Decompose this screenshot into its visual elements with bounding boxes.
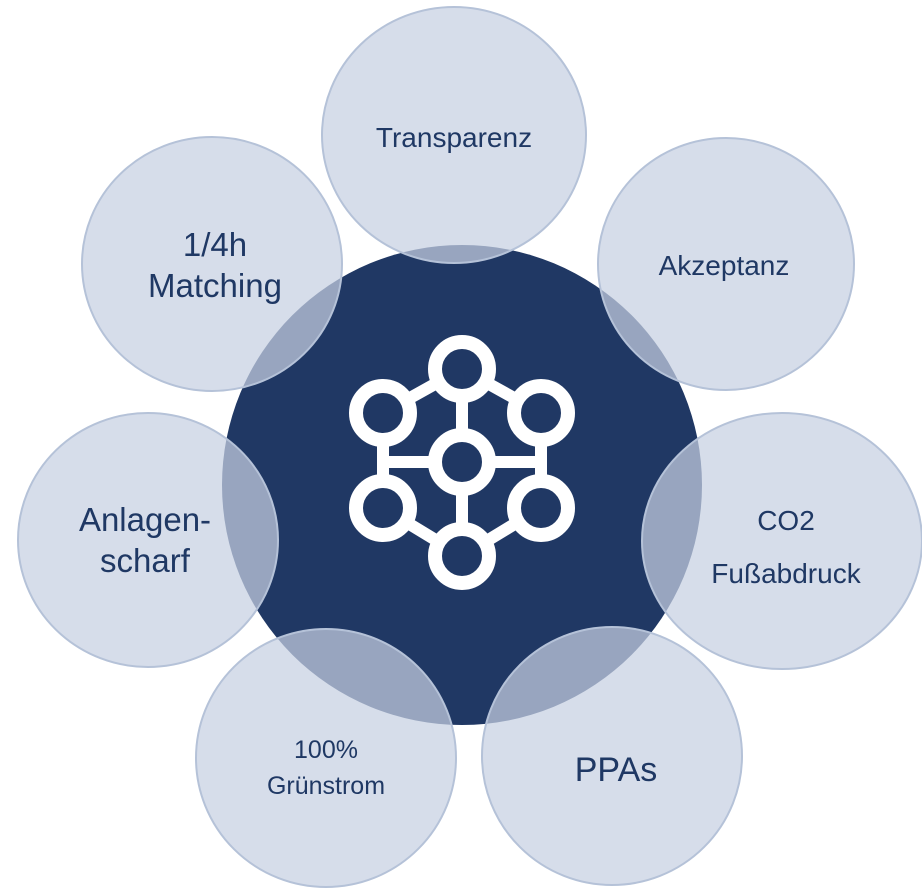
label-transparenz: Transparenz [375, 121, 533, 153]
label-akzeptanz: Akzeptanz [658, 249, 790, 281]
petal-co2 [641, 412, 922, 670]
label-matching: 1/4h Matching [148, 225, 282, 304]
petal-gruenstrom [195, 628, 457, 888]
label-co2: CO2 Fußabdruck [711, 504, 861, 589]
petal-anlagenscharf [17, 412, 279, 668]
label-ppas: PPAs [574, 750, 658, 789]
label-anlagenscharf: Anlagen- scharf [78, 500, 212, 579]
petal-matching [81, 136, 343, 392]
petal-akzeptanz [597, 137, 855, 391]
petal-ppas [481, 626, 743, 886]
network-molecule-icon [349, 335, 575, 590]
label-gruenstrom: 100% Grünstrom [266, 735, 386, 800]
petal-transparenz [321, 6, 587, 264]
